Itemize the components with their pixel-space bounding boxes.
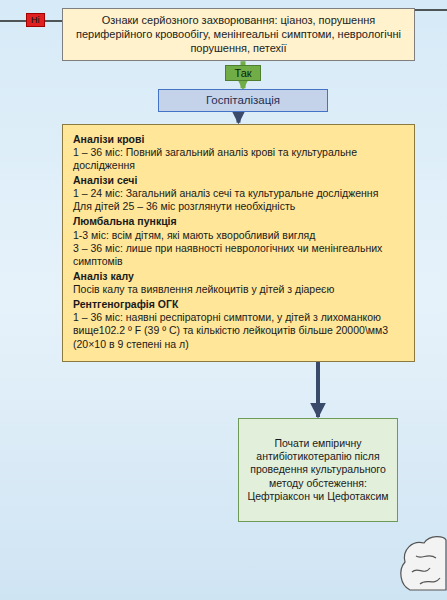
node-text: 1 – 36 міс: наявні респіраторні симптоми… <box>73 311 404 350</box>
node-text: Ознаки серйозного захворювання: ціаноз, … <box>71 14 406 55</box>
node-text: Почати емпіричну антибіотикотерапію післ… <box>247 437 389 503</box>
section-heading: Люмбальна пункція <box>73 215 404 228</box>
brain-icon <box>401 537 446 590</box>
flow-arrow <box>316 362 320 417</box>
outgoing-line <box>415 9 447 11</box>
node-text: 1-3 міс: всім дітям, які мають хвороблив… <box>73 229 404 242</box>
section-heading: Аналізи крові <box>73 133 404 146</box>
node-text: Посів калу та виявлення лейкоцитів у діт… <box>73 283 404 296</box>
decision-box: Ознаки серйозного захворювання: ціаноз, … <box>62 8 415 61</box>
section-heading: Аналізи сечі <box>73 174 404 187</box>
node-text: 1 – 24 міс: Загальний аналіз сечі та кул… <box>73 187 404 200</box>
treatment-box: Почати емпіричну антибіотикотерапію післ… <box>238 418 398 522</box>
node-text: 1 – 36 міс: Повний загальний аналіз кров… <box>73 146 404 172</box>
section-heading: Аналіз калу <box>73 270 404 283</box>
process-box: Госпіталізація <box>158 89 328 111</box>
branch-label: Ні <box>26 13 45 27</box>
edge-label: Так <box>225 65 260 81</box>
section-heading: Рентгенографія ОГК <box>73 298 404 311</box>
tests-box: Аналізи крові1 – 36 міс: Повний загальни… <box>62 124 415 362</box>
node-text: Для дітей 25 – 36 міс розглянути необхід… <box>73 200 404 213</box>
node-text: 3 – 36 міс: лише при наявності неврологі… <box>73 242 404 268</box>
node-text: Госпіталізація <box>165 93 321 107</box>
flow-arrow <box>237 112 241 123</box>
